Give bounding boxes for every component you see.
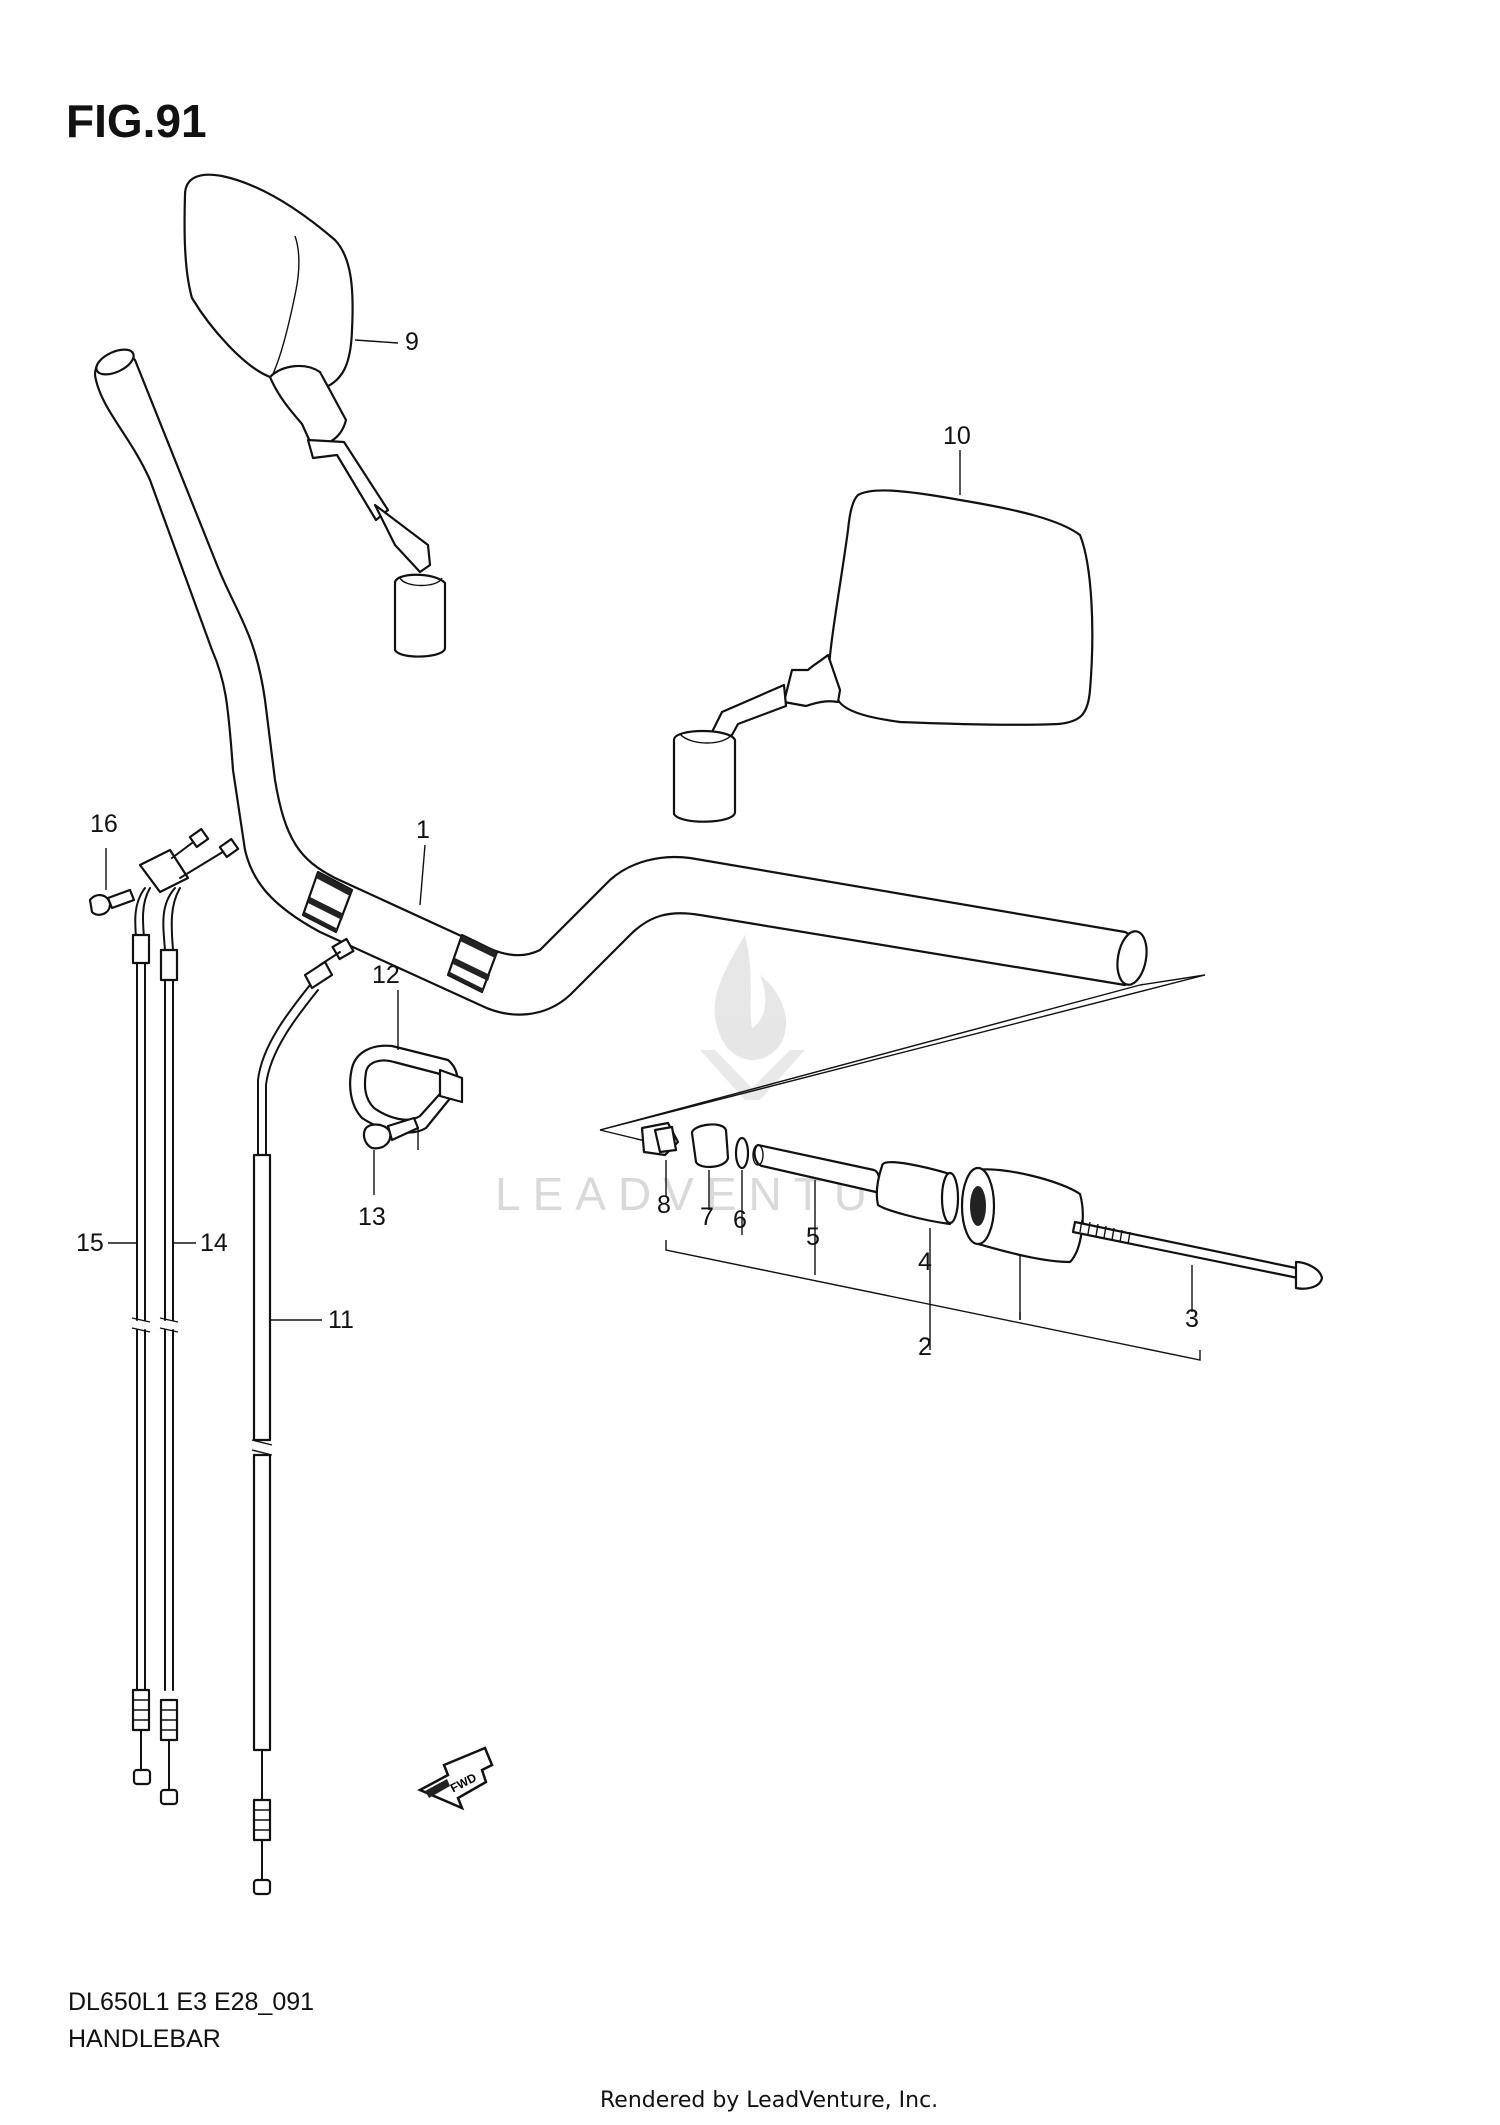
callout-8: 8 [657, 1191, 671, 1219]
part-3-screw [1071, 1220, 1300, 1280]
bar-end-assembly [640, 1121, 1324, 1361]
callout-2: 2 [918, 1333, 932, 1361]
render-credit: Rendered by LeadVenture, Inc. [600, 2088, 938, 2113]
callout-11: 11 [328, 1306, 354, 1334]
cable-clamp [349, 990, 464, 1134]
section-name: HANDLEBAR [68, 2025, 221, 2053]
callout-16: 16 [90, 810, 118, 838]
callout-6: 6 [733, 1206, 747, 1234]
callout-13: 13 [358, 1203, 386, 1231]
callout-3: 3 [1185, 1305, 1199, 1333]
clutch-cable [251, 937, 355, 1896]
callout-5: 5 [806, 1223, 820, 1251]
screw-thread [1079, 1219, 1131, 1245]
handlebar-knurl-right [446, 933, 499, 994]
callout-15: 15 [76, 1229, 104, 1257]
model-code: DL650L1 E3 E28_091 [68, 1988, 314, 2016]
part-6-washer [734, 1136, 750, 1170]
callout-12: 12 [372, 961, 400, 989]
callout-9: 9 [405, 328, 419, 356]
bolt-13 [362, 1116, 420, 1195]
callouts: 1 2 3 4 5 6 7 8 9 10 11 12 13 14 15 16 [76, 328, 1199, 1361]
callout-14: 14 [200, 1229, 228, 1257]
right-mirror [672, 489, 1094, 823]
callout-10: 10 [943, 422, 971, 450]
throttle-cables [108, 827, 240, 1806]
handlebar [93, 348, 1206, 1146]
callout-1: 1 [416, 816, 430, 844]
screw-16 [88, 848, 136, 916]
figure-title: FIG.91 [66, 95, 207, 147]
leadventure-flame-icon [700, 935, 805, 1100]
left-mirror [183, 173, 447, 658]
callout-7: 7 [700, 1203, 714, 1231]
handlebar-knurl-left [301, 870, 354, 934]
part-7-collar [690, 1123, 730, 1168]
callout-4: 4 [918, 1248, 932, 1276]
fwd-arrow-icon: FWD [417, 1746, 494, 1811]
